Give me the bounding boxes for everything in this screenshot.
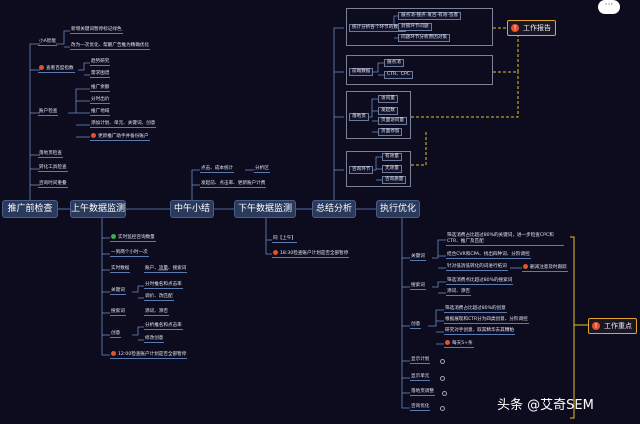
execute-other: 显示单元 [410, 374, 431, 381]
summary-group-label: 咨询环节 [349, 166, 374, 174]
summary-group-frame [346, 55, 493, 85]
execute-keyword-item: 结合CVR和CPA、找出四种词、分阶调控 [446, 252, 531, 259]
flag-icon [273, 250, 278, 255]
summary-group-label: 落地页 [349, 113, 369, 121]
execute-keyword-item: 筛选消费占比超过80%的关键词，进一步检查CPC和CTR、推广及匹配 [446, 233, 564, 246]
morning-item: 实时数据 [110, 266, 131, 273]
precheck-check-index: 查看百度指数 [38, 65, 75, 73]
morning-item: 修改创意 [144, 336, 165, 343]
precheck-account-item: 分时出价 [90, 97, 111, 104]
precheck-account-item: 添加计划、单元、关键词、创意 [90, 121, 157, 128]
alert-icon: ! [592, 322, 600, 330]
summary-group-label: 前端数据 [349, 68, 374, 76]
summary-group-frame [346, 151, 411, 187]
morning-item: 分时推名和点击率 [144, 282, 183, 289]
summary-group-item: 问题环节分析原因对策 [398, 34, 450, 42]
summary-group-item: 封锁环节问题 [398, 23, 432, 31]
summary-group-item: 展点消 [384, 59, 404, 67]
morning-item: 创意 [110, 331, 122, 338]
expand-toggle[interactable] [442, 391, 447, 396]
execute-other: 显示计划 [410, 357, 431, 364]
summary-group-item: 页面访问量 [378, 117, 407, 125]
noon-item: 发起前、点击率、更新账户计费 [200, 181, 267, 188]
summary-group-item: 无效量 [382, 165, 402, 173]
summary-group-item: 展点消-搜点-发咨-有效-签客 [398, 12, 462, 20]
expand-toggle[interactable] [440, 406, 445, 411]
main-node-execute[interactable]: 执行优化 [376, 200, 420, 218]
expand-toggle[interactable] [440, 376, 445, 381]
precheck-other-item: 转化工具检查 [38, 165, 68, 172]
precheck-account-item: 推广地域 [90, 109, 111, 116]
execute-keyword-note: 删减注意及时跟踪 [522, 264, 568, 272]
morning-item: 账户、流量、搜索词 [144, 266, 188, 273]
main-node-morning[interactable]: 上午数据监测 [70, 200, 126, 218]
precheck-account-item: 更新推广助手并备份账户 [90, 133, 150, 141]
morning-item: 添词、添否 [144, 309, 169, 316]
precheck-account-item: 推广余额 [90, 85, 111, 92]
flag-icon [445, 340, 450, 345]
summary-group-frame [346, 91, 411, 139]
check-icon [111, 234, 116, 239]
summary-group-item: 发起数 [378, 107, 398, 115]
execute-search-item: 筛选消费点比超过80%的搜索词 [446, 278, 514, 285]
afternoon-item: 18:30检查账户计划是否全部暂停 [272, 250, 350, 258]
main-node-pre-check[interactable]: 推广前检查 [2, 200, 58, 218]
tag-work-report[interactable]: !工作报告 [507, 20, 556, 36]
summary-group-item: 有效量 [382, 153, 402, 161]
precheck-index-item: 趋势研究 [90, 59, 111, 66]
watermark: 头条 @艾奇SEM [497, 398, 594, 413]
main-node-afternoon[interactable]: 下午数据监测 [234, 200, 296, 218]
precheck-small-intel: 小A智能 [38, 39, 57, 46]
execute-other: 落地页调整 [410, 389, 435, 396]
execute-keyword-item: 针对低消低转化的词进行拓词 [446, 264, 508, 271]
morning-item: 分析推名和点击率 [144, 323, 183, 330]
morning-item: 搜索词 [110, 309, 126, 316]
precheck-account-check: 账户检查 [38, 109, 59, 116]
summary-group-item: 访问量 [378, 95, 398, 103]
execute-creative-item: 根据展现和CTR分为四类创意、分阶调控 [444, 317, 529, 324]
summary-group-item: 咨询质量 [382, 176, 407, 184]
flag-icon [39, 65, 44, 70]
expand-toggle[interactable] [440, 359, 445, 364]
morning-item: 12:00检查账户计划是否全部暂停 [110, 351, 188, 359]
execute-creative-item: 每天5+条 [444, 340, 474, 348]
main-node-noon[interactable]: 中午小结 [170, 200, 214, 218]
noon-item: 点击、成本统计 [200, 166, 235, 173]
execute-keyword: 关键词 [410, 254, 426, 261]
execute-creative-item: 研究对手创意、取其精华去其糟粕 [444, 328, 515, 335]
precheck-intel-item: 新增关键词暂停标记绿色 [70, 27, 123, 34]
precheck-index-item: 需求图谱 [90, 71, 111, 78]
morning-item: 一到两个小时一次 [110, 250, 149, 257]
afternoon-item: 同【上午】 [272, 236, 297, 243]
execute-search-item: 添词、添否 [446, 289, 471, 296]
flag-icon [111, 351, 116, 356]
execute-search-term: 搜索词 [410, 283, 426, 290]
flag-icon [523, 264, 528, 269]
precheck-other-item: 落地页检查 [38, 151, 63, 158]
tag-work-focus[interactable]: !工作重点 [588, 318, 637, 334]
summary-group-item: 页面停留 [378, 128, 403, 136]
precheck-intel-item: 改为一次优化、帮翻广告推为精确优化 [70, 43, 151, 50]
morning-item: 关键词 [110, 288, 126, 295]
morning-item: 实时监控咨询数量 [110, 234, 156, 242]
morning-item: 调价、改匹配 [144, 294, 174, 301]
summary-group-item: CTR、CPC [384, 71, 413, 79]
alert-icon: ! [511, 24, 519, 32]
noon-item: 分析区 [254, 166, 270, 173]
main-node-summary[interactable]: 总结分析 [312, 200, 356, 218]
execute-other: 咨询优化 [410, 404, 431, 411]
execute-creative-item: 筛选消费占比超过80%的创意 [444, 306, 507, 313]
execute-creative: 创意 [410, 322, 422, 329]
more-menu-button[interactable]: ··· [598, 0, 620, 14]
summary-group-frame [346, 8, 493, 46]
flag-icon [91, 133, 96, 138]
precheck-other-item: 咨询时间重叠 [38, 181, 68, 188]
